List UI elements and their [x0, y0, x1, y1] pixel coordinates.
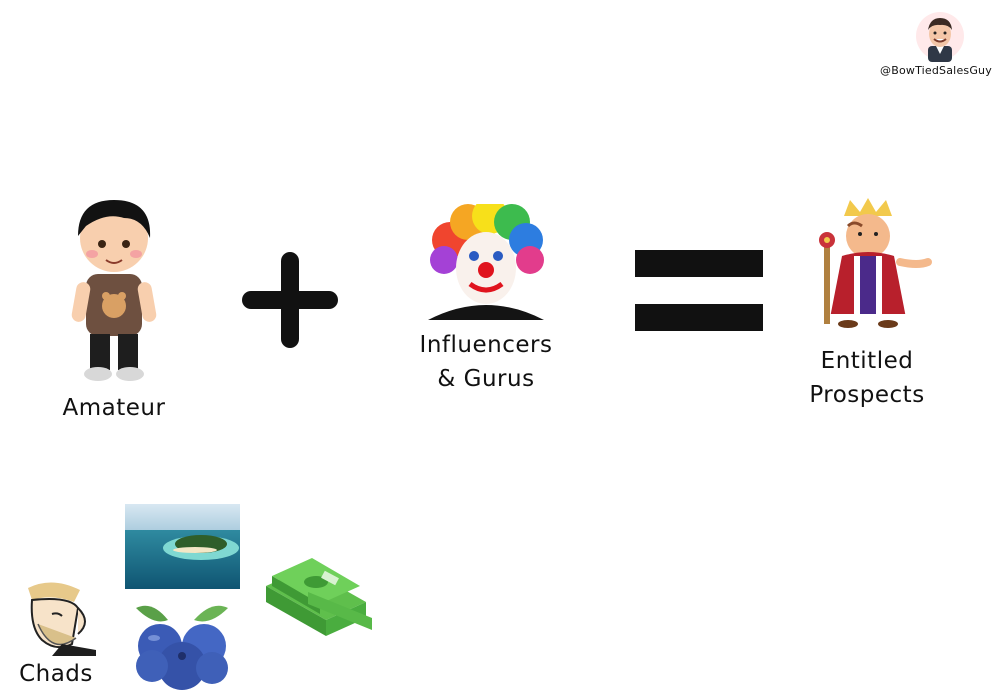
author-handle: @BowTiedSalesGuy: [880, 64, 992, 77]
influencers-label-line2: & Gurus: [437, 366, 535, 392]
plus-icon: [242, 252, 338, 348]
island-photo: [125, 504, 240, 589]
equals-top-bar: [635, 250, 763, 277]
chads-label: Chads: [19, 661, 93, 687]
equals-bottom-bar: [635, 304, 763, 331]
avatar: [916, 12, 964, 62]
clown-illustration: [428, 204, 544, 320]
child-illustration: [71, 200, 157, 381]
king-illustration: [819, 198, 932, 328]
chad-illustration: [28, 582, 96, 656]
entitled-label-line1: Entitled: [820, 348, 914, 374]
entitled-label-line2: Prospects: [809, 382, 925, 408]
money-stack-illustration: [266, 558, 372, 636]
amateur-label: Amateur: [62, 395, 166, 421]
blueberries-illustration: [136, 605, 228, 690]
equals-icon: [635, 250, 763, 331]
influencers-label-line1: Influencers: [419, 332, 553, 358]
